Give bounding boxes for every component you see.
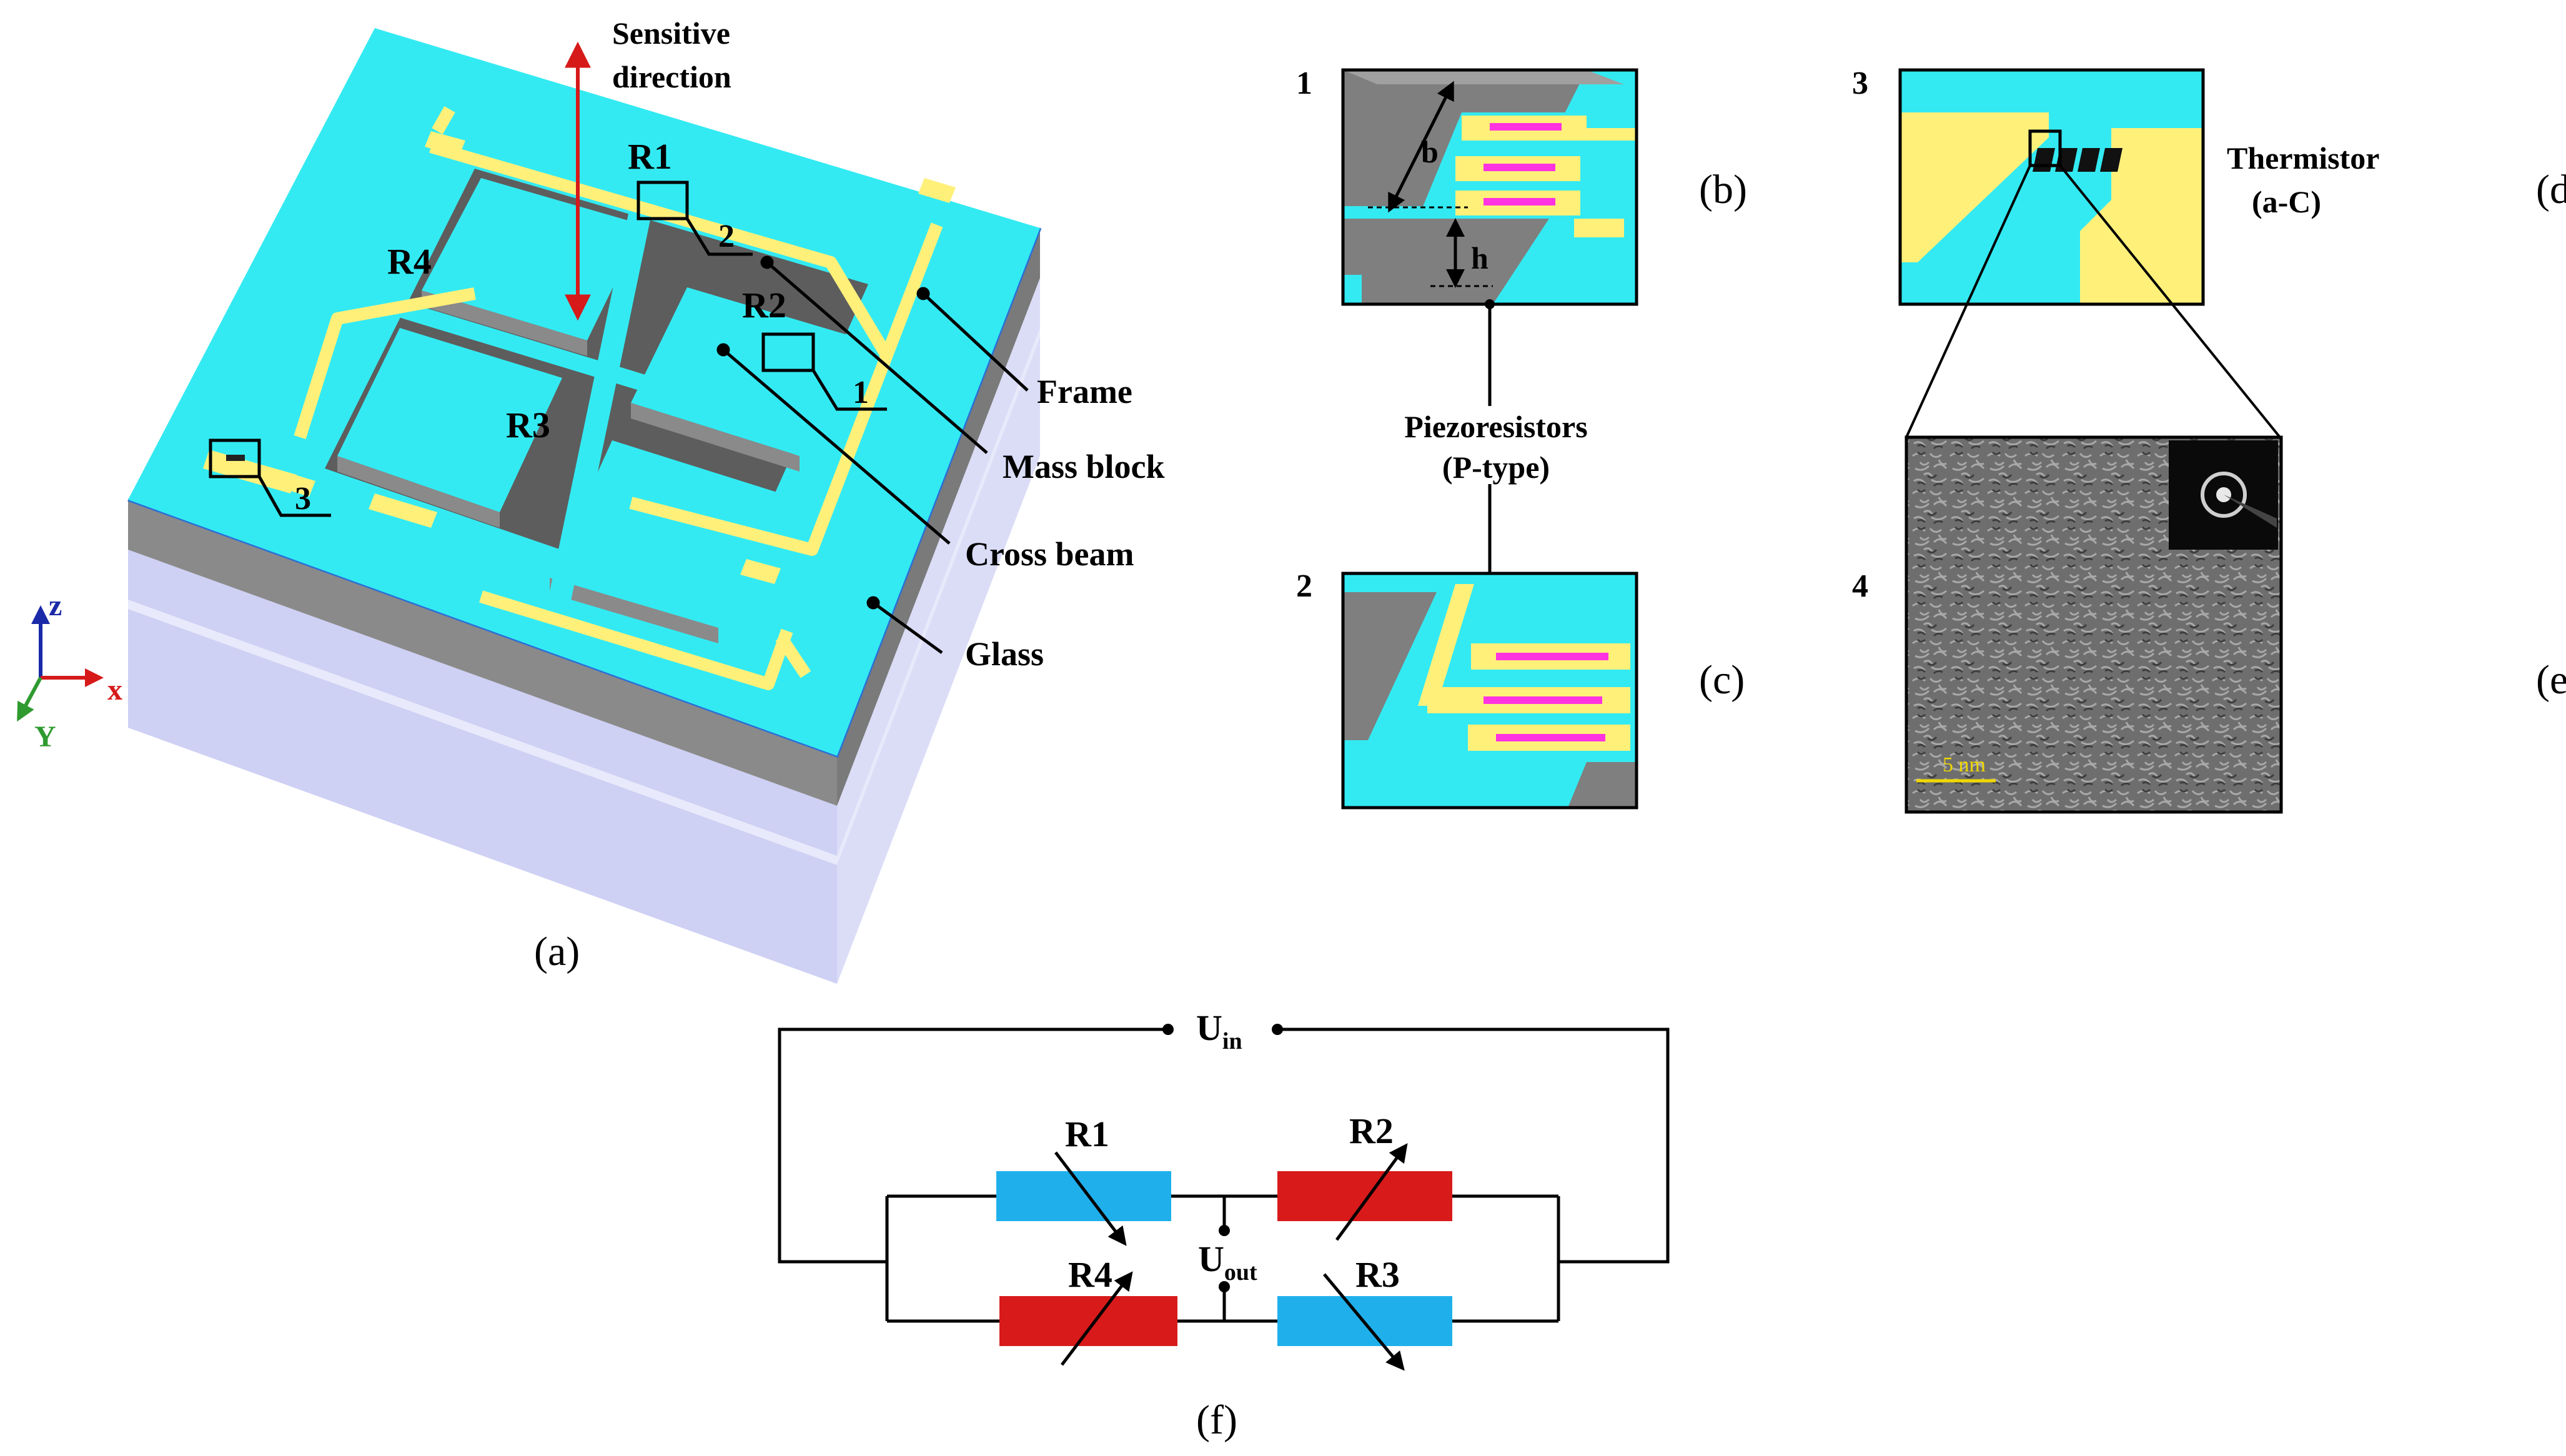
callout-2-label: 2 bbox=[718, 219, 735, 254]
panel-e-caption: (e) bbox=[2536, 657, 2566, 703]
circuit-r3-label: R3 bbox=[1355, 1254, 1400, 1295]
panel-c-index: 2 bbox=[1296, 568, 1312, 604]
u-in-sub: in bbox=[1222, 1028, 1242, 1054]
thermistor-label-line1: Thermistor bbox=[2227, 141, 2379, 176]
axis-triad bbox=[17, 605, 104, 722]
thermistor-label-line2: (a-C) bbox=[2252, 184, 2321, 219]
frame-leader bbox=[922, 292, 1029, 392]
thermistor-marker-box bbox=[209, 438, 261, 478]
mass-block-leader bbox=[766, 261, 988, 454]
panel-f-circuit bbox=[778, 1028, 1670, 1323]
panel-b-dim-b: b bbox=[1421, 134, 1439, 169]
u-in-main: U bbox=[1196, 1008, 1222, 1048]
glass-right bbox=[837, 278, 1040, 984]
u-out-label: Uout bbox=[1198, 1239, 1257, 1285]
panel-a-device bbox=[17, 28, 1042, 984]
frame-label: Frame bbox=[1037, 373, 1132, 410]
callout-3-leader bbox=[257, 475, 331, 517]
frame-front-wall bbox=[128, 500, 837, 806]
callout-3-label: 3 bbox=[295, 481, 311, 517]
u-out-sub: out bbox=[1224, 1259, 1257, 1285]
r2-marker-box bbox=[761, 332, 815, 372]
r1-label: R1 bbox=[628, 136, 672, 177]
cross-beam-label: Cross beam bbox=[965, 535, 1134, 573]
r3-label: R3 bbox=[506, 405, 550, 445]
panel-d: 3 Thermistor (a-C) (d) bbox=[1852, 66, 2566, 438]
r4-resistor bbox=[999, 1296, 1177, 1346]
r2-label: R2 bbox=[742, 285, 786, 325]
circuit-r2-label: R2 bbox=[1349, 1111, 1394, 1151]
panel-d-caption: (d) bbox=[2536, 167, 2566, 212]
circuit-r4-label: R4 bbox=[1068, 1254, 1112, 1295]
panel-b-index: 1 bbox=[1296, 66, 1312, 101]
u-out-main: U bbox=[1198, 1239, 1224, 1279]
r1-resistor bbox=[996, 1171, 1171, 1221]
panel-b-caption: (b) bbox=[1699, 167, 1747, 212]
glass-label: Glass bbox=[965, 635, 1044, 673]
sensitive-direction-label-line1: Sensitive bbox=[612, 16, 730, 51]
panel-f-resistors bbox=[996, 1143, 1452, 1371]
cross-beam-leader bbox=[722, 349, 951, 545]
callout-2-leader bbox=[685, 217, 753, 256]
panel-f-nodes bbox=[1162, 1024, 1283, 1292]
piezoresistor-label-line2: (P-type) bbox=[1442, 450, 1550, 485]
gold-traces bbox=[294, 106, 943, 690]
callout-1-label: 1 bbox=[853, 375, 869, 410]
panel-d-index: 3 bbox=[1852, 66, 1868, 101]
r4-label: R4 bbox=[387, 241, 432, 282]
y-axis-label: Y bbox=[34, 720, 56, 753]
panel-e-index: 4 bbox=[1852, 568, 1868, 604]
panel-a-text: Sensitive direction R1 R2 R3 R4 1 2 3 Fr… bbox=[34, 16, 1165, 974]
panel-f-text: Uin Uout R1 R2 R4 R3 (f) bbox=[1065, 1008, 1400, 1443]
mass-block-label: Mass block bbox=[1003, 448, 1165, 485]
panel-c: 2 (c) bbox=[1296, 568, 1745, 810]
panel-f-caption: (f) bbox=[1196, 1397, 1237, 1443]
circuit-r1-label: R1 bbox=[1065, 1114, 1109, 1154]
x-axis-label: x bbox=[107, 673, 122, 706]
sensitive-direction-label-line2: direction bbox=[612, 59, 731, 94]
frame-right-wall bbox=[837, 228, 1040, 806]
panel-c-caption: (c) bbox=[1699, 657, 1745, 703]
r2-resistor bbox=[1277, 1171, 1452, 1221]
z-axis-label: z bbox=[49, 589, 62, 622]
glass-front bbox=[128, 550, 837, 984]
panel-e: 5 nm 4 (e) bbox=[1852, 435, 2566, 814]
r1-marker-box bbox=[637, 181, 689, 220]
glass-leader bbox=[872, 601, 943, 655]
u-in-label: Uin bbox=[1196, 1008, 1242, 1054]
panel-b: b h 1 (b) bbox=[1296, 66, 1747, 306]
mass-block bbox=[337, 328, 562, 512]
panel-a-caption: (a) bbox=[534, 929, 580, 974]
piezoresistor-label-line1: Piezoresistors bbox=[1404, 409, 1587, 444]
callout-1-leader bbox=[811, 369, 887, 411]
panel-b-dim-h: h bbox=[1471, 240, 1489, 275]
piezoresistor-label-group: Piezoresistors (P-type) bbox=[1404, 299, 1588, 583]
scale-bar-label: 5 nm bbox=[1943, 753, 1986, 776]
